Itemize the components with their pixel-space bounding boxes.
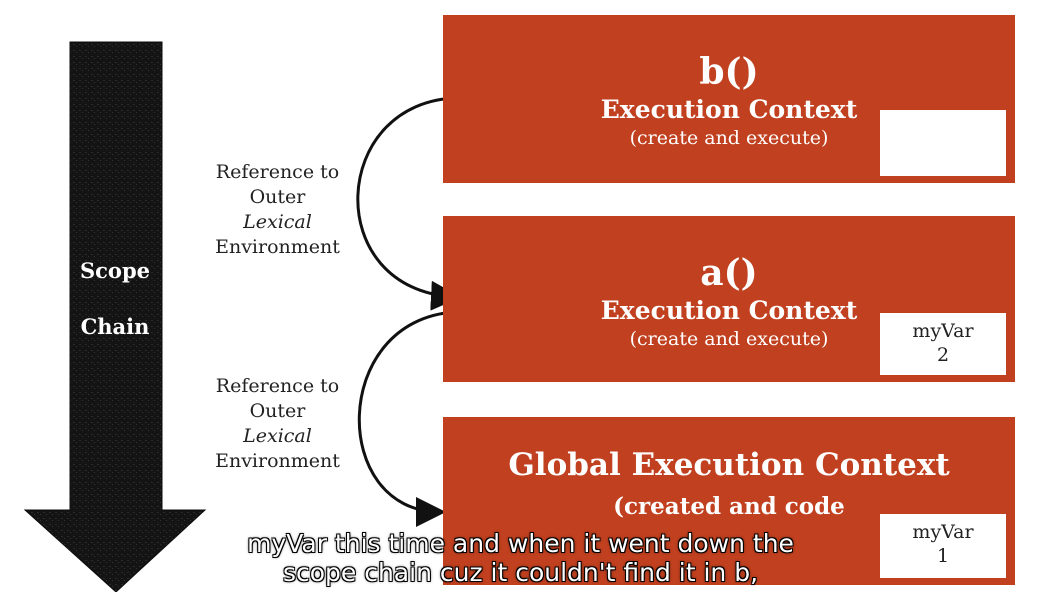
reference-line1: Reference to xyxy=(215,375,340,397)
chain-label: Chain xyxy=(80,314,150,339)
caption-line-2: scope chain cuz it couldn't find it in b… xyxy=(282,558,759,587)
context-subtitle: (create and execute) xyxy=(629,328,829,350)
reference-line2: Outer xyxy=(249,400,306,422)
context-subtitle: (create and execute) xyxy=(629,127,829,149)
reference-arrow-b-to-a xyxy=(356,96,461,311)
scope-chain-arrow-icon xyxy=(23,41,207,592)
global-execution-context: Global Execution Context (created and co… xyxy=(443,417,1015,585)
reference-line4: Environment xyxy=(215,236,340,258)
variable-box-myvar: myVar 2 xyxy=(880,313,1006,375)
reference-label-2: Reference to Outer Lexical Environment xyxy=(205,374,350,474)
reference-arrow-a-to-global xyxy=(357,310,456,527)
caption-line-1: myVar this time and when it went down th… xyxy=(247,529,794,558)
context-name: b() xyxy=(699,51,759,93)
context-title: Execution Context xyxy=(600,296,858,325)
reference-line1: Reference to xyxy=(215,161,340,183)
reference-line2: Outer xyxy=(249,186,306,208)
variable-value: 2 xyxy=(936,344,950,366)
variable-value: 1 xyxy=(936,545,950,567)
reference-line3: Lexical xyxy=(243,211,312,233)
reference-line4: Environment xyxy=(215,450,340,472)
variable-name: myVar xyxy=(912,320,974,342)
a-execution-context: a() Execution Context (create and execut… xyxy=(443,216,1015,382)
scope-label: Scope xyxy=(79,258,150,283)
variable-name: myVar xyxy=(912,521,974,543)
context-name: a() xyxy=(700,252,758,294)
reference-label-1: Reference to Outer Lexical Environment xyxy=(205,160,350,260)
variable-box-empty xyxy=(880,110,1006,176)
context-title: Execution Context xyxy=(600,95,858,124)
b-execution-context: b() Execution Context (create and execut… xyxy=(443,15,1015,183)
context-subtitle: (created and code xyxy=(613,493,845,520)
variable-box-myvar: myVar 1 xyxy=(880,514,1006,578)
reference-line3: Lexical xyxy=(243,425,312,447)
context-title: Global Execution Context xyxy=(508,447,950,483)
